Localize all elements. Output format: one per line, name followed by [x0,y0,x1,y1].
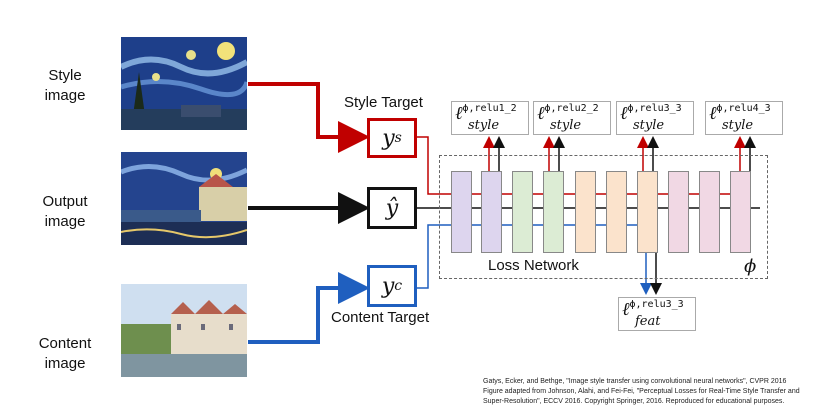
style-input-arrow [248,82,370,153]
output-image [121,152,247,245]
layer-4 [543,171,564,253]
layer-7 [637,171,658,253]
layer-6 [606,171,627,253]
layer-8 [668,171,689,253]
layer-10 [730,171,751,253]
layer-5 [575,171,596,253]
output-box: ŷ [367,187,417,229]
loss-network-label: Loss Network [488,257,579,274]
content-image-label: Content image [38,335,92,372]
style-image [121,37,247,130]
content-image [121,284,247,377]
content-input-arrow [248,272,370,344]
citation-caption: Gatys, Ecker, and Bethge, "Image style t… [483,378,800,405]
layer-3 [512,171,533,253]
phi-label: ϕ [744,256,757,277]
style-target-label: Style Target [344,94,423,111]
content-target-path [417,224,646,289]
layer-2 [481,171,502,253]
output-image-label: Output image [42,193,88,230]
layer-1 [451,171,472,253]
loss-network-box [439,155,768,279]
content-target-label: Content Target [331,309,430,326]
layer-9 [699,171,720,253]
style-image-label: Style image [44,67,86,104]
